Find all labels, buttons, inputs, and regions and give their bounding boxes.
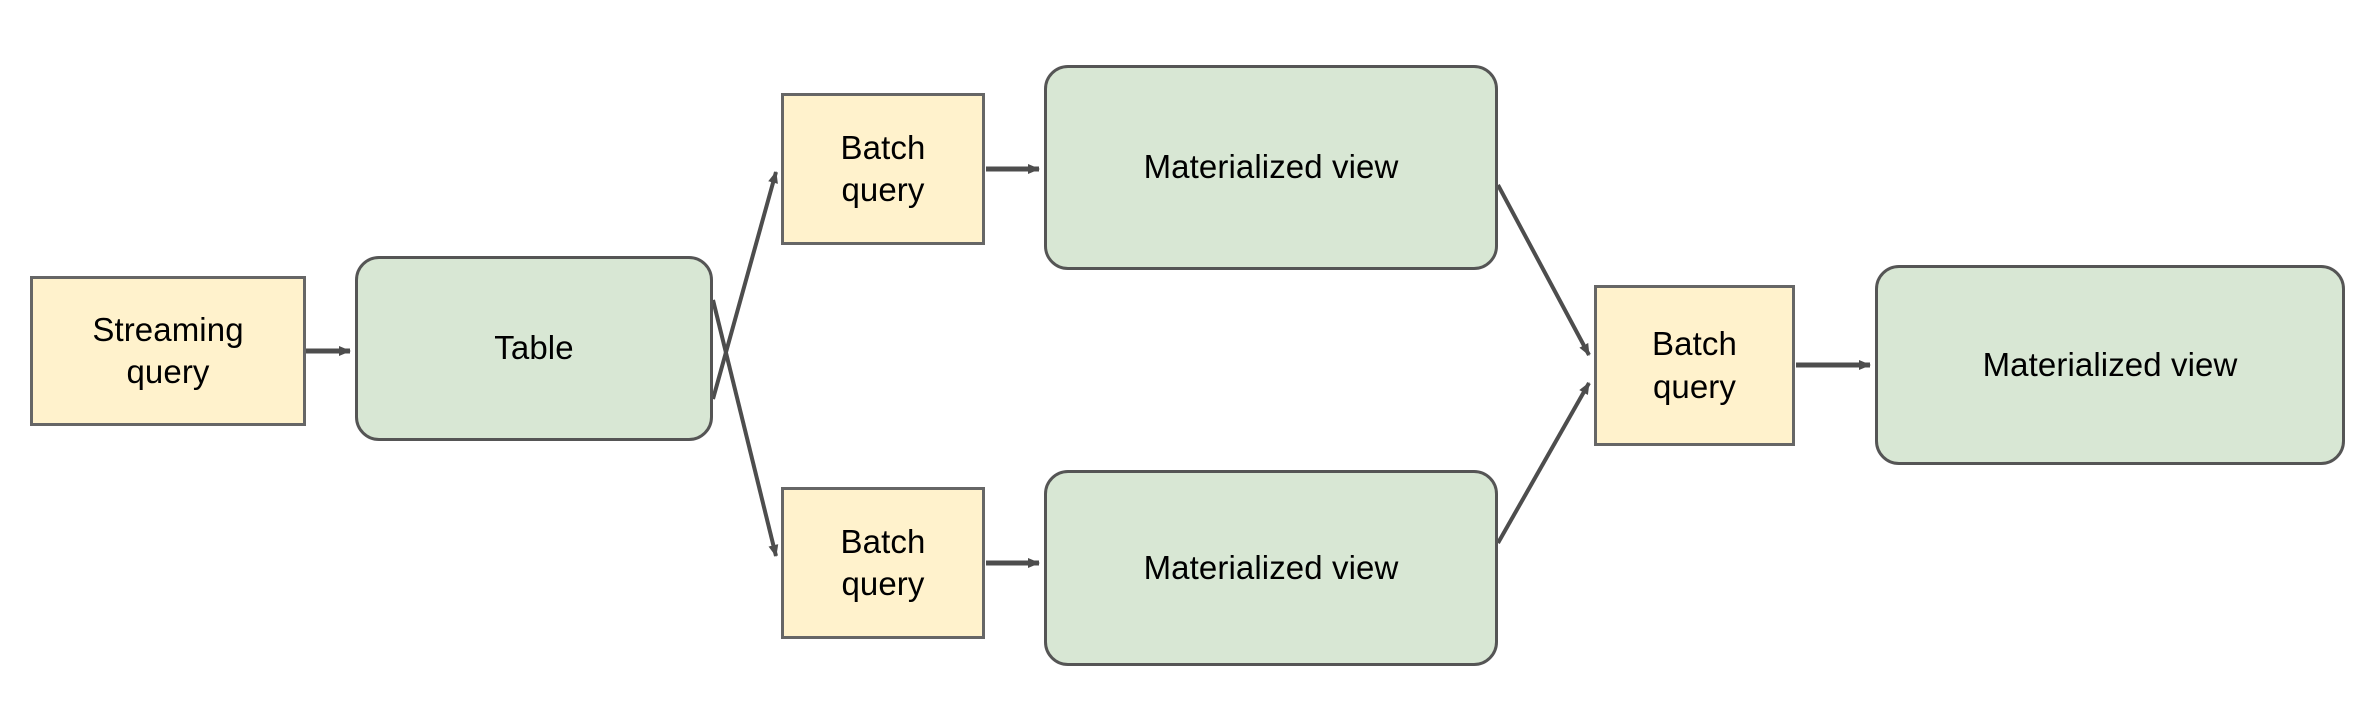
node-batch-query-right-label: Batch query	[1652, 325, 1737, 405]
node-batch-query-bottom[interactable]: Batch query	[781, 487, 985, 639]
edge-table-to-batch-query-bottom	[711, 299, 779, 557]
node-batch-query-top[interactable]: Batch query	[781, 93, 985, 245]
node-materialized-view-top-label: Materialized view	[1143, 148, 1399, 186]
node-batch-query-top-label: Batch query	[840, 128, 926, 208]
node-streaming-query-label: Streaming query	[92, 310, 244, 390]
node-streaming-query[interactable]: Streaming query	[30, 276, 306, 426]
edge-materialized-view-bottom-to-batch-query-right	[1496, 382, 1591, 544]
node-materialized-view-right[interactable]: Materialized view	[1875, 265, 2345, 465]
node-materialized-view-bottom[interactable]: Materialized view	[1044, 470, 1498, 666]
edge-table-to-batch-query-top	[711, 171, 778, 400]
node-table-label: Table	[494, 329, 574, 367]
node-batch-query-bottom-label: Batch query	[840, 522, 926, 602]
node-batch-query-right[interactable]: Batch query	[1594, 285, 1795, 446]
node-materialized-view-bottom-label: Materialized view	[1143, 548, 1399, 586]
edge-materialized-view-top-to-batch-query-right	[1496, 184, 1591, 356]
node-materialized-view-top[interactable]: Materialized view	[1044, 65, 1498, 270]
node-table[interactable]: Table	[355, 256, 713, 441]
node-materialized-view-right-label: Materialized view	[1982, 345, 2238, 383]
